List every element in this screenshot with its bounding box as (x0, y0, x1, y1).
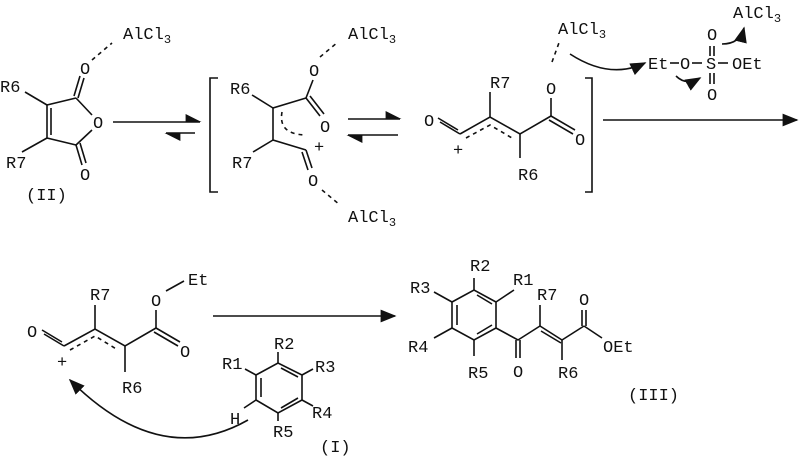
substituent-R1: R1 (222, 356, 242, 375)
substituent-R3: R3 (410, 280, 430, 299)
alcl3-label: AlCl3 (558, 21, 606, 42)
alcl3-label: AlCl3 (733, 5, 781, 26)
substituent-R4: R4 (312, 405, 332, 424)
substituent-R7: R7 (6, 155, 26, 174)
substituent-R6: R6 (122, 380, 142, 399)
right-bracket (585, 77, 593, 193)
compound-label-I: (I) (320, 439, 351, 458)
ethoxy-label: OEt (603, 339, 634, 358)
charge-plus: + (453, 142, 463, 161)
atom-O: O (93, 115, 103, 134)
substituent-R3: R3 (315, 359, 335, 378)
ethoxy-label: OEt (732, 56, 763, 75)
compound-label-II: (II) (26, 187, 67, 206)
intermediate-3: Et O O O + R7 R6 (27, 272, 249, 439)
atom-O: O (27, 324, 37, 343)
substituent-R6: R6 (558, 365, 578, 384)
atom-O: O (707, 27, 717, 46)
atom-O: O (151, 293, 161, 312)
charge-plus: + (314, 139, 324, 158)
left-bracket (209, 77, 218, 193)
atom-O: O (309, 63, 319, 82)
substituent-R6: R6 (518, 167, 538, 186)
atom-O: O (320, 119, 330, 138)
substituent-R5: R5 (273, 424, 293, 443)
alcl3-label: AlCl3 (348, 26, 396, 47)
atom-O: O (513, 364, 523, 383)
compound-I: R2 R1 R3 R4 R5 H (I) (222, 336, 351, 458)
compound-II: AlCl3 O O O R6 R7 (II) (0, 26, 171, 206)
atom-O: O (80, 167, 90, 186)
atom-O: O (424, 113, 434, 132)
substituent-R7: R7 (490, 75, 510, 94)
atom-O: O (579, 292, 589, 311)
alcl3-label: AlCl3 (123, 26, 171, 47)
intermediate-2: AlCl3 O O O + R7 R6 (424, 21, 647, 193)
substituent-R2: R2 (274, 336, 294, 355)
curved-arrow (721, 26, 747, 45)
substituent-R6: R6 (0, 79, 20, 98)
atom-O: O (80, 61, 90, 80)
substituent-R2: R2 (470, 258, 490, 277)
atom-O: O (180, 344, 190, 363)
ethyl-label: Et (188, 272, 208, 291)
intermediate-1: AlCl3 O O + O AlCl3 R6 R7 (209, 26, 396, 230)
atom-O: O (575, 132, 585, 151)
atom-O: O (680, 56, 690, 75)
curved-arrow-attack (68, 378, 249, 439)
atom-S: S (706, 56, 716, 75)
substituent-R1: R1 (513, 272, 533, 291)
charge-plus: + (57, 354, 67, 373)
compound-label-III: (III) (628, 387, 679, 406)
substituent-R7: R7 (537, 287, 557, 306)
ethyl-label: Et (648, 56, 668, 75)
diethyl-sulfate: AlCl3 O Et O S OEt O (648, 5, 781, 106)
atom-H: H (230, 411, 240, 430)
atom-O: O (308, 173, 318, 192)
substituent-R6: R6 (230, 81, 250, 100)
atom-O: O (707, 87, 717, 106)
substituent-R4: R4 (408, 339, 428, 358)
substituent-R5: R5 (468, 365, 488, 384)
curved-arrow (675, 75, 702, 91)
compound-III: R2 R1 R3 R4 R5 O R7 R6 O OEt (III) (408, 258, 679, 406)
alcl3-label: AlCl3 (348, 209, 396, 230)
atom-O: O (546, 81, 556, 100)
curved-arrow (569, 53, 647, 76)
substituent-R7: R7 (232, 155, 252, 174)
substituent-R7: R7 (90, 287, 110, 306)
